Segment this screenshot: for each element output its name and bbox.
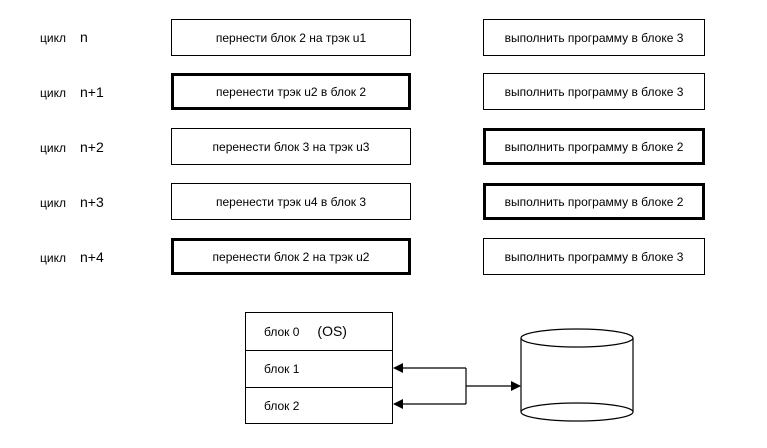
execute-task-box-n-plus-3: выполнить программу в блоке 2 (483, 183, 705, 220)
cycle-label-n-plus-4: цикл n+4 (40, 249, 104, 266)
execute-task-text: выполнить программу в блоке 3 (504, 30, 684, 45)
execute-task-box-n-plus-1: выполнить программу в блоке 3 (483, 73, 705, 110)
cycle-label-n-plus-3: цикл n+3 (40, 194, 104, 211)
memory-block-2: блок 2 (246, 387, 392, 424)
os-label: (OS) (317, 323, 347, 339)
execute-task-box-n: выполнить программу в блоке 3 (483, 19, 705, 56)
memory-block-label: блок 2 (264, 399, 300, 413)
memory-block-label: блок 1 (264, 362, 300, 376)
cycle-word: цикл (40, 196, 66, 210)
cycle-word: цикл (40, 251, 66, 265)
execute-task-text: выполнить программу в блоке 2 (504, 194, 684, 209)
cycle-number: n+1 (80, 84, 104, 100)
transfer-task-box-n-plus-2: перенести блок 3 на трэк u3 (171, 128, 411, 165)
execute-task-text: выполнить программу в блоке 3 (504, 249, 684, 264)
cycle-label-n-plus-1: цикл n+1 (40, 84, 104, 101)
memory-block-0: блок 0 (OS) (246, 313, 392, 350)
execute-task-box-n-plus-2: выполнить программу в блоке 2 (483, 128, 705, 165)
memory-blocks: блок 0 (OS) блок 1 блок 2 (245, 312, 393, 424)
transfer-task-text: перенести трэк u2 в блок 2 (215, 84, 367, 99)
transfer-task-text: перенести трэк u4 в блок 3 (215, 194, 367, 209)
cycle-number: n (80, 29, 88, 45)
execute-task-text: выполнить программу в блоке 3 (504, 84, 684, 99)
cycle-label-n-plus-2: цикл n+2 (40, 139, 104, 156)
cycle-number: n+3 (80, 194, 104, 210)
transfer-task-text: перенести блок 3 на трэк u3 (212, 139, 370, 154)
transfer-task-text: пернести блок 2 на трэк u1 (215, 30, 367, 45)
cycle-number: n+4 (80, 249, 104, 265)
double-arrow-connector (393, 363, 521, 409)
cycle-word: цикл (40, 141, 66, 155)
transfer-task-box-n-plus-4: перенести блок 2 на трэк u2 (171, 238, 411, 275)
cycle-word: цикл (40, 31, 66, 45)
cycle-word: цикл (40, 86, 66, 100)
execute-task-box-n-plus-4: выполнить программу в блоке 3 (483, 238, 705, 275)
transfer-task-box-n-plus-1: перенести трэк u2 в блок 2 (171, 73, 411, 110)
transfer-task-box-n-plus-3: перенести трэк u4 в блок 3 (171, 183, 411, 220)
memory-block-label: блок 0 (264, 325, 300, 339)
execute-task-text: выполнить программу в блоке 2 (504, 139, 684, 154)
transfer-task-box-n: пернести блок 2 на трэк u1 (171, 19, 411, 56)
disk-cylinder-icon (520, 328, 634, 422)
cycle-number: n+2 (80, 139, 104, 155)
memory-block-1: блок 1 (246, 350, 392, 387)
transfer-task-text: перенести блок 2 на трэк u2 (212, 249, 370, 264)
